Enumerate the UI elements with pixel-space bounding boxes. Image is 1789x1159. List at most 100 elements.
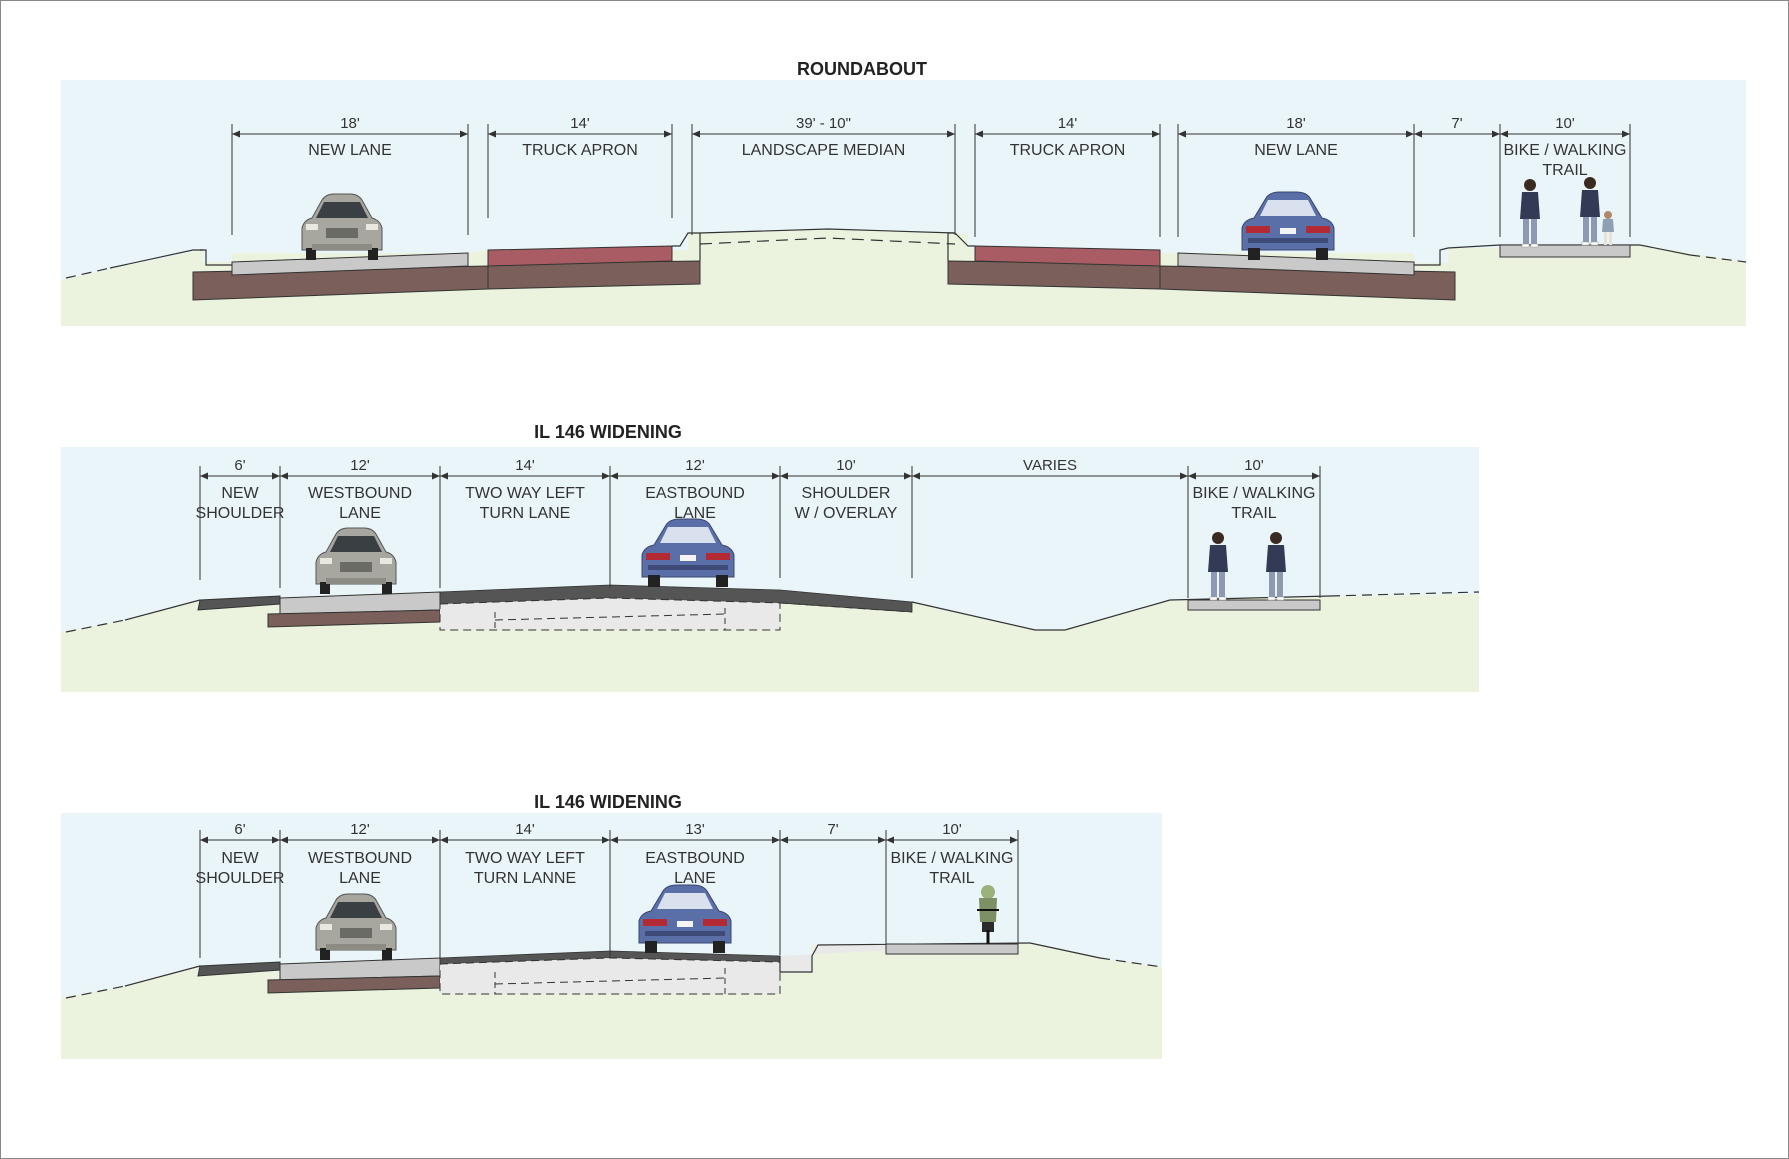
- dimension-value: 12': [350, 457, 370, 474]
- dimension-value: 14': [515, 821, 535, 838]
- dimension-value: 10': [836, 457, 856, 474]
- pavement-left-lane: [231, 252, 469, 276]
- dimension-arrow: [200, 472, 208, 480]
- lane-label: TWO WAY LEFT: [465, 485, 585, 502]
- section-widening-2: [61, 813, 1163, 1059]
- dimension-value: 14': [1058, 115, 1078, 132]
- lane-label: BIKE / WALKING: [1193, 485, 1316, 502]
- lane-label: LANE: [674, 505, 716, 522]
- dimension-arrow: [1010, 836, 1018, 844]
- dimension-arrow: [280, 472, 288, 480]
- section-3-annotations: IL 146 WIDENING6'NEWSHOULDER12'WESTBOUND…: [196, 792, 1019, 958]
- trail-slab: [885, 943, 1019, 955]
- dimension-arrow: [1152, 130, 1160, 138]
- dimension-value: 12': [350, 821, 370, 838]
- dimension-value: 18': [340, 115, 360, 132]
- dimension-value: 10': [1555, 115, 1575, 132]
- dimension-arrow: [272, 836, 280, 844]
- lane-label: WESTBOUND: [308, 485, 412, 502]
- dimension-arrow: [1622, 130, 1630, 138]
- lane-label: TRAIL: [1231, 505, 1276, 522]
- dimension-value: 10': [942, 821, 962, 838]
- dimension-arrow: [280, 836, 288, 844]
- dimension-arrow: [780, 836, 788, 844]
- lane-label: WESTBOUND: [308, 850, 412, 867]
- lane-label: LANE: [339, 505, 381, 522]
- dimension-arrow: [432, 836, 440, 844]
- dimension-arrow: [440, 836, 448, 844]
- dimension-arrow: [602, 836, 610, 844]
- dimension-value: 13': [685, 821, 705, 838]
- lane-label: SHOULDER: [196, 870, 285, 887]
- median-existing-grade: [699, 237, 956, 245]
- dimension-value: 6': [234, 821, 245, 838]
- dimension-arrow: [904, 472, 912, 480]
- lane-label: LANDSCAPE MEDIAN: [742, 142, 906, 159]
- dimension-arrow: [1188, 472, 1196, 480]
- lane-label: TURN LANE: [480, 505, 571, 522]
- dimension-arrow: [780, 472, 788, 480]
- dimension-arrow: [232, 130, 240, 138]
- dimension-value: 18': [1286, 115, 1306, 132]
- section-title: IL 146 WIDENING: [534, 422, 682, 442]
- dimension-arrow: [947, 130, 955, 138]
- truck-apron-right: [974, 245, 1161, 267]
- lane-label: BIKE / WALKING: [1504, 142, 1627, 159]
- dimension-value: 39' - 10": [796, 115, 851, 132]
- lane-label: SHOULDER: [802, 485, 891, 502]
- lane-label: W / OVERLAY: [795, 505, 898, 522]
- section-title: ROUNDABOUT: [797, 59, 927, 79]
- dimension-arrow: [610, 472, 618, 480]
- lane-label: NEW LANE: [308, 142, 392, 159]
- dimension-arrow: [1178, 130, 1186, 138]
- dimension-arrow: [878, 836, 886, 844]
- dimension-value: 12': [685, 457, 705, 474]
- section-1-annotations: ROUNDABOUT 18' NEW LANE 14' TRUCK APRON 39' -…: [231, 59, 1631, 237]
- dimension-value: 6': [234, 457, 245, 474]
- existing-pavement: [439, 597, 781, 631]
- dimension-arrow: [460, 130, 468, 138]
- lane-label: NEW LANE: [1254, 142, 1338, 159]
- lane-label: EASTBOUND: [645, 850, 745, 867]
- section-title: IL 146 WIDENING: [534, 792, 682, 812]
- lane-label: NEW: [221, 485, 259, 502]
- dimension-value: VARIES: [1023, 457, 1077, 474]
- lane-label: LANE: [674, 870, 716, 887]
- lane-label: LANE: [339, 870, 381, 887]
- trail-slab: [1187, 599, 1321, 611]
- truck-apron-left: [487, 245, 673, 267]
- median-top-line: [699, 228, 956, 234]
- dimension-arrow: [1492, 130, 1500, 138]
- dimension-arrow: [432, 472, 440, 480]
- section-widening-1: [61, 447, 1480, 692]
- existing-pavement: [439, 957, 781, 995]
- lane-label: TRUCK APRON: [522, 142, 638, 159]
- dimension-arrow: [488, 130, 496, 138]
- annotations: ROUNDABOUT 18' NEW LANE 14' TRUCK APRON 39' -…: [196, 59, 1631, 958]
- dimension-arrow: [610, 836, 618, 844]
- dimension-arrow: [772, 836, 780, 844]
- lane-label: TRUCK APRON: [1010, 142, 1126, 159]
- dimension-arrow: [912, 472, 920, 480]
- dimension-value: 7': [827, 821, 838, 838]
- dimension-arrow: [772, 472, 780, 480]
- dimension-arrow: [1180, 472, 1188, 480]
- dimension-value: 14': [515, 457, 535, 474]
- dimension-value: 14': [570, 115, 590, 132]
- dimension-arrow: [975, 130, 983, 138]
- dimension-arrow: [440, 472, 448, 480]
- curb-and-sidewalk-edge: [779, 942, 1031, 973]
- dimension-arrow: [1312, 472, 1320, 480]
- lane-label: TRAIL: [1542, 162, 1587, 179]
- pavement-right-lane: [1177, 252, 1415, 276]
- dimension-arrow: [664, 130, 672, 138]
- lane-label: TRAIL: [929, 870, 974, 887]
- trail-slab: [1499, 244, 1631, 258]
- dimension-arrow: [1406, 130, 1414, 138]
- lane-label: BIKE / WALKING: [891, 850, 1014, 867]
- section-roundabout: [61, 80, 1747, 326]
- dimension-arrow: [1414, 130, 1422, 138]
- dimension-arrow: [692, 130, 700, 138]
- dimension-value: 7': [1451, 115, 1462, 132]
